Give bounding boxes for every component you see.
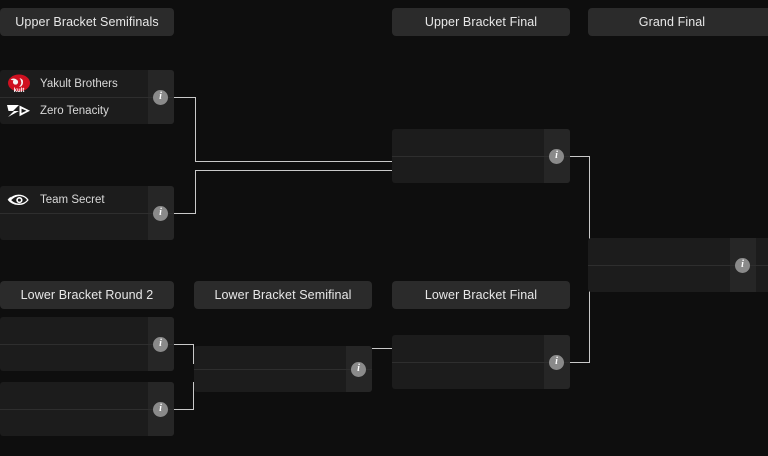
svg-text:kult: kult xyxy=(14,88,25,94)
round-header-label: Upper Bracket Final xyxy=(424,15,538,29)
match-row-bottom[interactable] xyxy=(392,156,570,183)
match-row-top[interactable] xyxy=(0,317,174,344)
round-header-lower-bracket-final: Lower Bracket Final xyxy=(392,281,570,309)
team-name: Zero Tenacity xyxy=(40,105,109,117)
team-logo-placeholder xyxy=(398,366,424,386)
match-row-top[interactable] xyxy=(392,129,570,156)
match-row-top[interactable] xyxy=(0,382,174,409)
match-upper-bracket-semifinal-2[interactable]: Team Secret i xyxy=(0,186,174,240)
team-name: Yakult Brothers xyxy=(40,77,118,90)
match-row-top[interactable] xyxy=(194,346,372,369)
round-header-upper-bracket-semifinals: Upper Bracket Semifinals xyxy=(0,8,174,36)
match-info-icon[interactable]: i xyxy=(549,354,564,370)
connector-ubsf2-vertical xyxy=(195,170,196,214)
round-header-label: Upper Bracket Semifinals xyxy=(15,15,159,29)
match-row-bottom[interactable] xyxy=(392,362,570,389)
team-logo-placeholder xyxy=(594,242,620,262)
match-info-icon[interactable]: i xyxy=(549,148,564,164)
connector-lbr2m1-horizontal xyxy=(174,344,194,345)
team-name: Team Secret xyxy=(40,193,105,206)
team-logo-placeholder xyxy=(6,348,32,368)
round-header-label: Lower Bracket Semifinal xyxy=(214,288,352,302)
team-logo-placeholder xyxy=(6,413,32,433)
team-logo-placeholder xyxy=(6,217,32,237)
team-logo-placeholder xyxy=(200,371,226,391)
connector-lbsf-horizontal xyxy=(372,348,394,349)
match-row-bottom[interactable] xyxy=(0,213,174,240)
match-grand-final[interactable]: i xyxy=(588,238,768,292)
match-upper-bracket-final[interactable]: i xyxy=(392,129,570,183)
connector-lbr2m2-horizontal xyxy=(174,409,194,410)
match-row-bottom[interactable]: Zero Tenacity xyxy=(0,97,174,124)
team-logo-placeholder xyxy=(398,133,424,153)
match-lower-bracket-round-2-match-2[interactable]: i xyxy=(0,382,174,436)
connector-ubsf1-horizontal xyxy=(174,97,196,98)
connector-ubsf1-vertical xyxy=(195,97,196,162)
yakult-brothers-logo: kult xyxy=(6,74,32,94)
team-logo-placeholder xyxy=(398,160,424,180)
match-info-icon[interactable]: i xyxy=(153,336,168,352)
round-header-label: Grand Final xyxy=(638,15,706,29)
team-logo-placeholder xyxy=(6,386,32,406)
connector-ubfinal-horizontal xyxy=(570,156,590,157)
match-row-bottom[interactable] xyxy=(194,369,372,392)
round-header-label: Lower Bracket Round 2 xyxy=(20,288,154,302)
match-row-top[interactable] xyxy=(392,335,570,362)
match-lower-bracket-semifinal[interactable]: i xyxy=(194,346,372,392)
team-logo-placeholder xyxy=(594,269,620,289)
zero-tenacity-logo xyxy=(6,101,32,121)
match-row-top[interactable]: Team Secret xyxy=(0,186,174,213)
match-info-icon[interactable]: i xyxy=(735,257,750,273)
round-header-grand-final: Grand Final xyxy=(588,8,768,36)
match-row-bottom[interactable] xyxy=(0,344,174,371)
round-header-lower-bracket-semifinal: Lower Bracket Semifinal xyxy=(194,281,372,309)
connector-lbr2m2-vertical xyxy=(193,382,194,410)
connector-ubsf2-into-final xyxy=(195,170,393,171)
match-lower-bracket-round-2-match-1[interactable]: i xyxy=(0,317,174,371)
match-info-icon[interactable]: i xyxy=(153,89,168,105)
connector-ubsf2-horizontal xyxy=(174,213,196,214)
match-info-icon[interactable]: i xyxy=(351,361,366,377)
team-logo-placeholder xyxy=(6,321,32,341)
team-logo-placeholder xyxy=(398,339,424,359)
connector-lbr2m1-vertical xyxy=(193,344,194,364)
connector-ubsf1-into-final xyxy=(195,161,393,162)
team-secret-logo xyxy=(6,190,32,210)
match-lower-bracket-final[interactable]: i xyxy=(392,335,570,389)
round-header-upper-bracket-final: Upper Bracket Final xyxy=(392,8,570,36)
match-row-bottom[interactable] xyxy=(588,265,768,292)
round-header-label: Lower Bracket Final xyxy=(424,288,538,302)
match-row-bottom[interactable] xyxy=(0,409,174,436)
round-header-lower-bracket-round-2: Lower Bracket Round 2 xyxy=(0,281,174,309)
connector-lbfinal-vertical xyxy=(589,276,590,363)
connector-lbfinal-horizontal xyxy=(570,362,590,363)
match-info-icon[interactable]: i xyxy=(153,401,168,417)
team-logo-placeholder xyxy=(200,348,226,368)
match-info-icon[interactable]: i xyxy=(153,205,168,221)
connector-ubfinal-vertical xyxy=(589,156,590,257)
match-row-top[interactable]: kult Yakult Brothers xyxy=(0,70,174,97)
match-upper-bracket-semifinal-1[interactable]: kult Yakult Brothers Zero Tenacity i xyxy=(0,70,174,124)
